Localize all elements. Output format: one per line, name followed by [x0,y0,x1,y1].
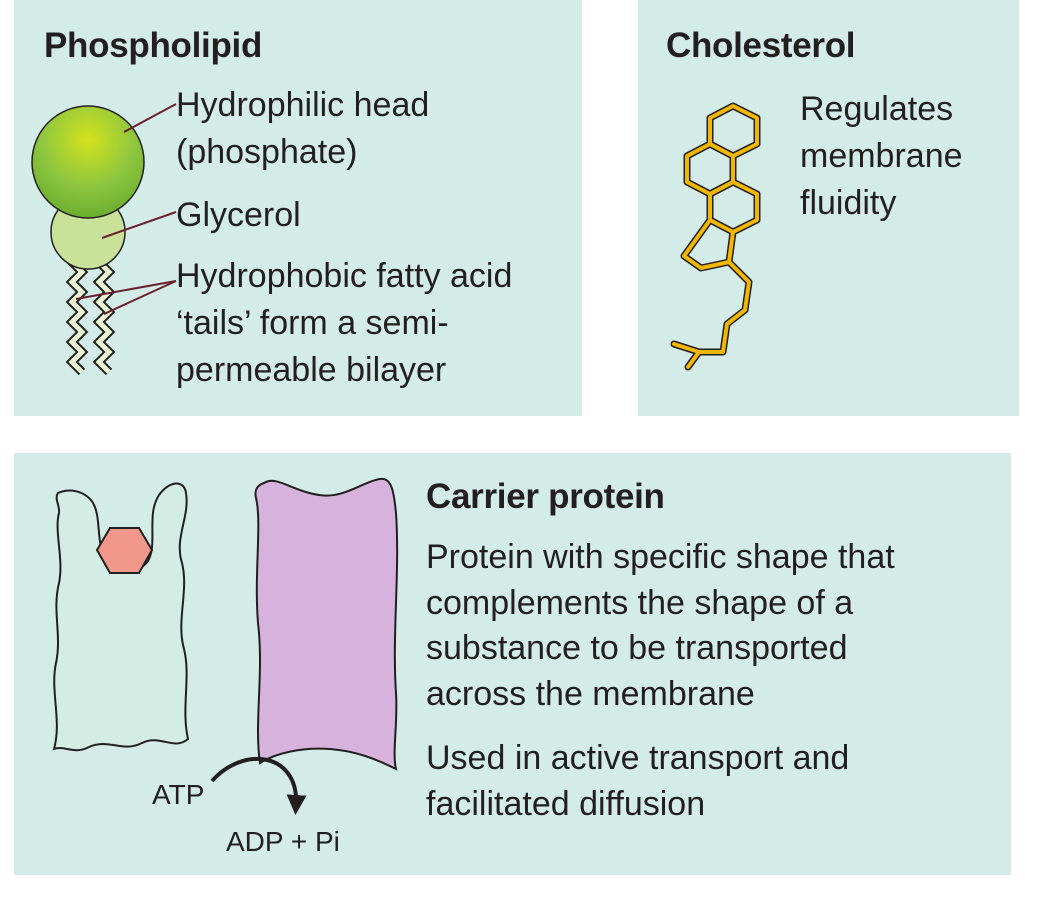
tails-leader-line-1 [75,280,177,300]
atp-label: ATP [152,779,205,810]
glycerol-label: Glycerol [176,196,301,234]
tails-leader-line-2 [103,280,177,315]
glycerol-leader-line [101,211,177,239]
phospholipid-title: Phospholipid [44,26,263,65]
carrier-protein-title: Carrier protein [426,477,665,516]
cholesterol-title: Cholesterol [666,26,856,65]
head-leader-line [123,103,177,133]
cholesterol-structure [670,102,761,371]
cholesterol-bonds [672,104,759,369]
head-label: Hydrophilic head (phosphate) [176,86,430,171]
phospholipid-diagram [31,103,177,376]
carrier-protein-open [52,482,190,752]
carrier-description: Protein with specific shape that complem… [426,538,895,713]
cholesterol-description: Regulates membrane fluidity [800,90,963,222]
carrier-protein-diagram [52,477,399,815]
phospholipid-panel: Phospholipid Hydrophilic head (phosphate… [14,0,582,416]
hydrophilic-head-circle [31,105,145,219]
substrate-hexagon [95,527,154,574]
carrier-protein-panel: ATP ADP + Pi Carrier protein Protein wit… [14,453,1011,875]
carrier-usage: Used in active transport and facilitated… [426,739,850,823]
tails-label: Hydrophobic fatty acid ‘tails’ form a se… [176,257,513,389]
carrier-protein-closed [254,477,399,771]
atp-to-adp-arrow [210,756,307,815]
cholesterol-panel: Cholesterol Regulates membrane fluidity [638,0,1019,416]
adp-pi-label: ADP + Pi [226,826,340,857]
